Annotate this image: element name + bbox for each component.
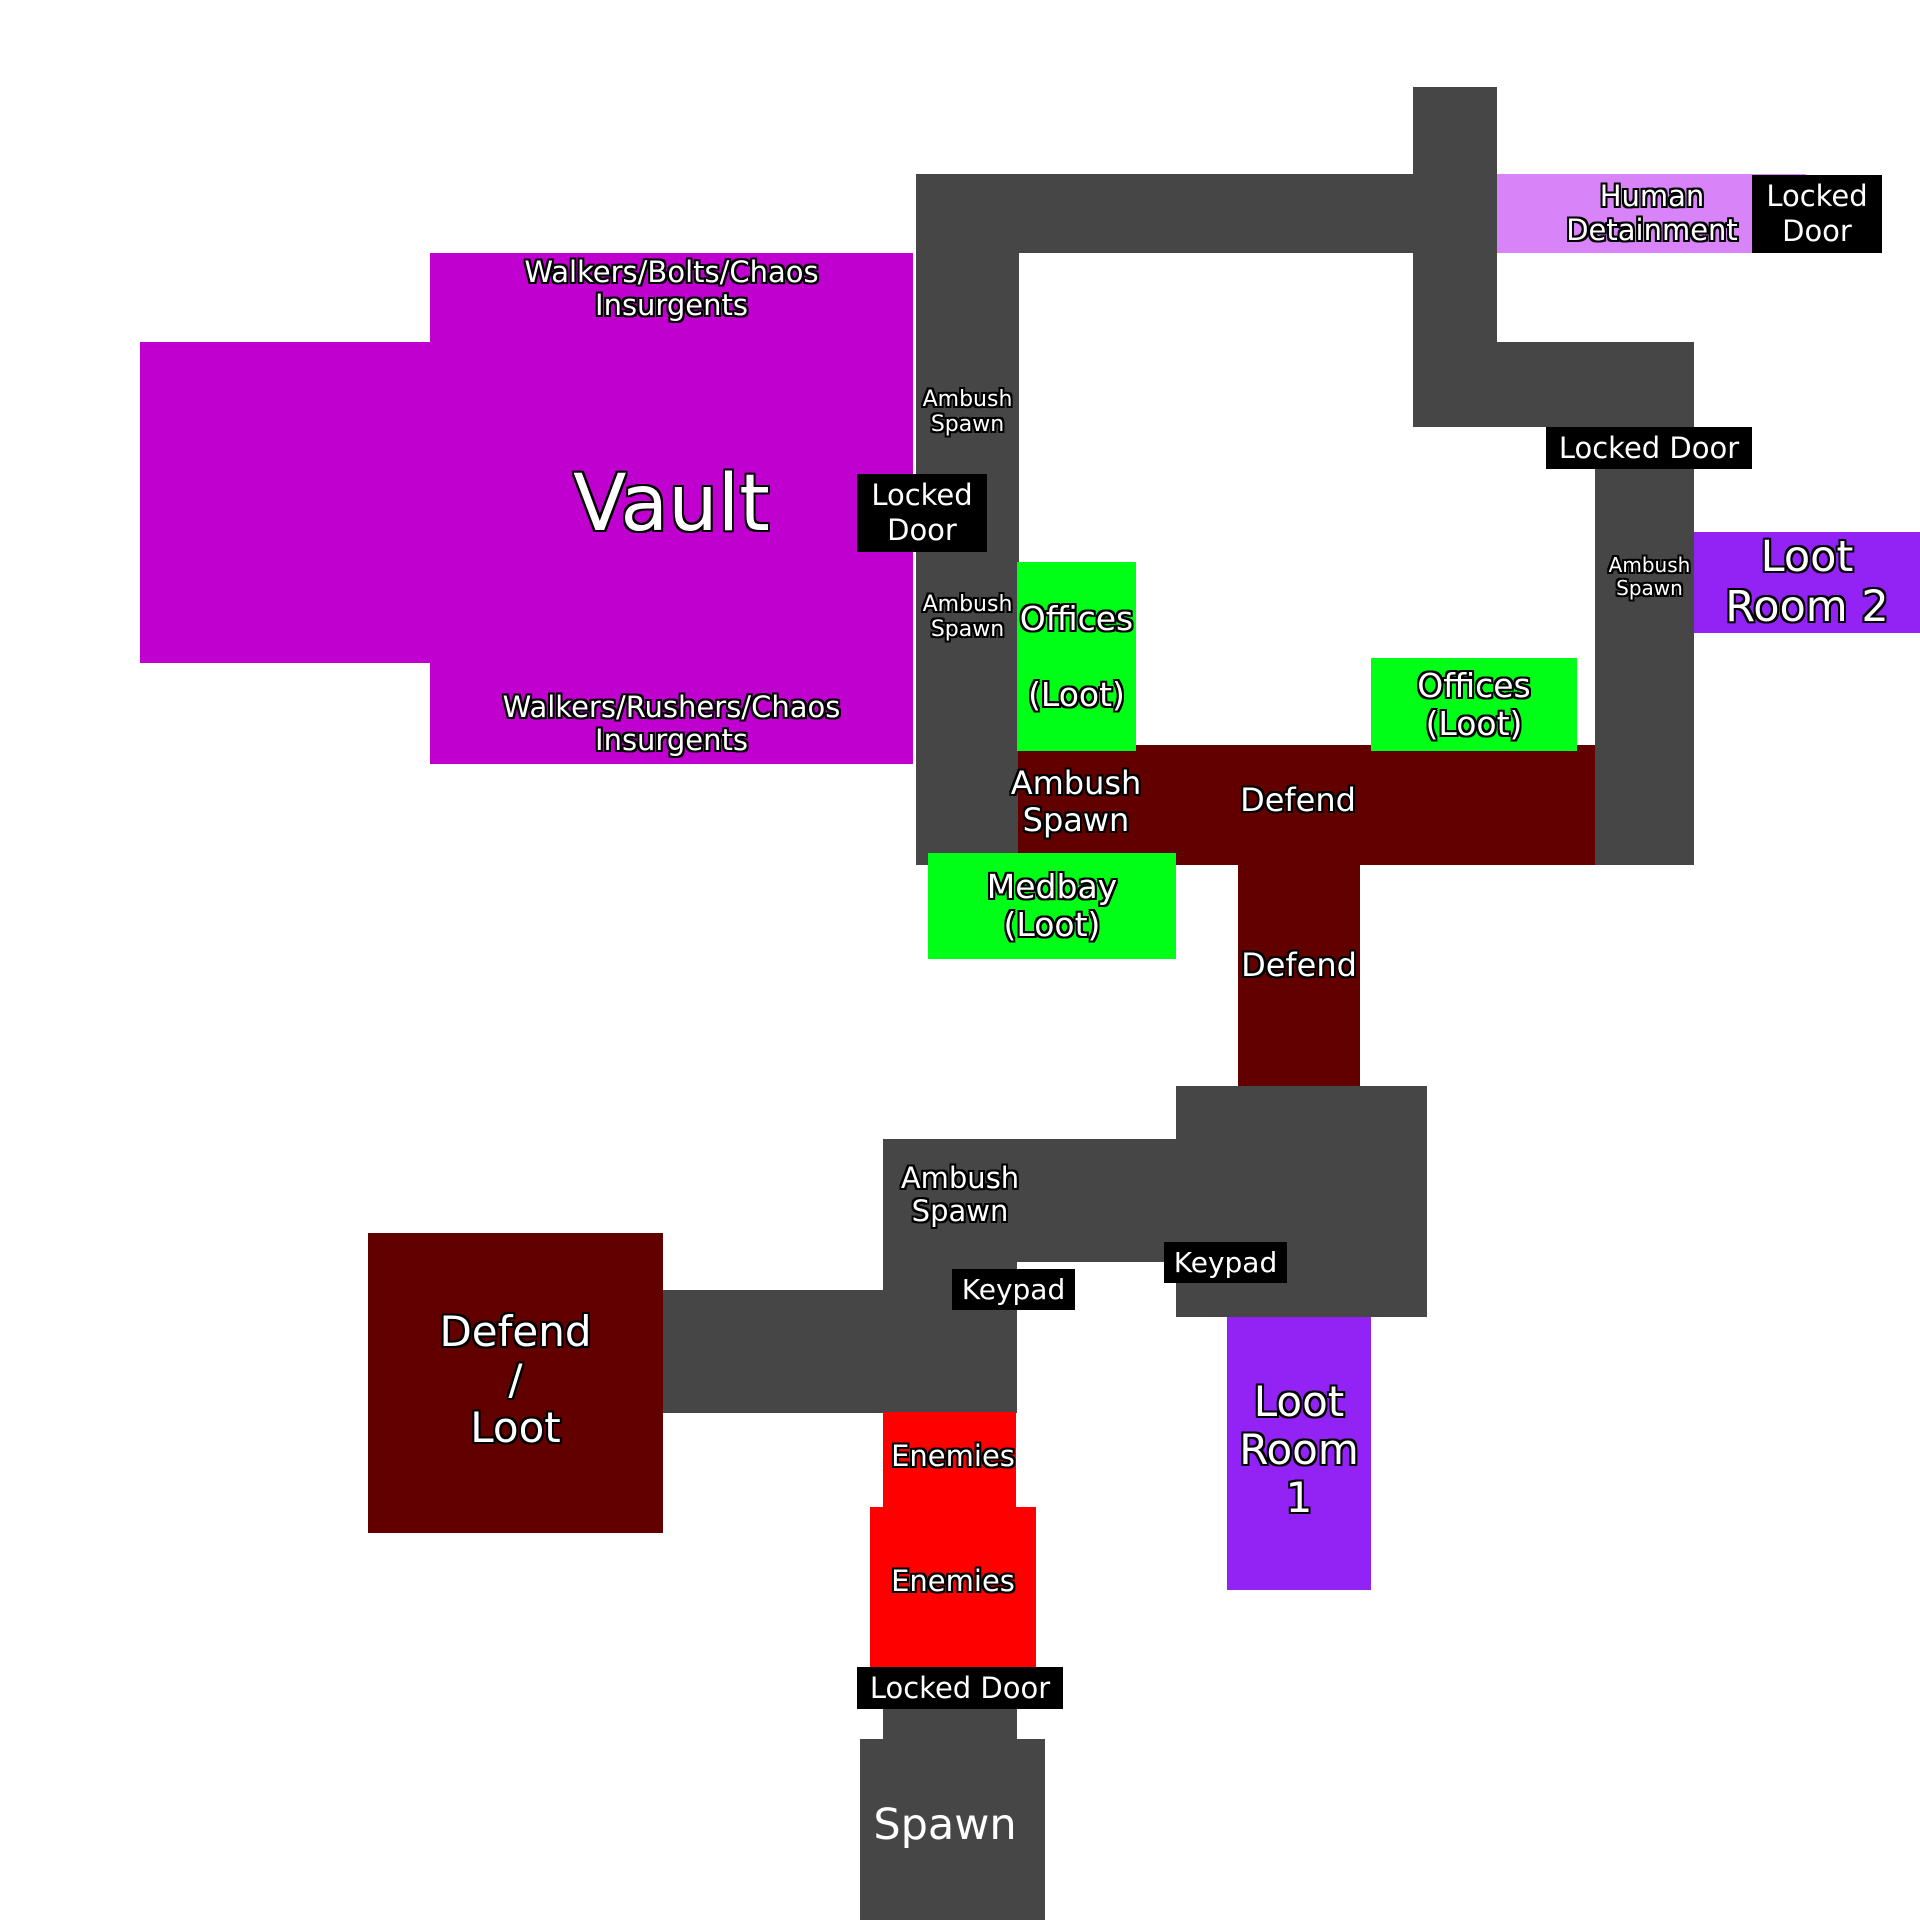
offices-right-room — [1371, 658, 1577, 751]
spawn-room — [860, 1739, 1045, 1920]
vault-title: Vault — [573, 459, 770, 550]
defend-vertical-hall — [1238, 864, 1360, 1086]
vault-room — [430, 253, 913, 764]
keypad-left[interactable]: Keypad — [952, 1269, 1075, 1310]
enemies-area-upper — [883, 1412, 1016, 1508]
ambush-spawn-left-lower: Ambush Spawn — [922, 591, 1013, 642]
lower-left-corridor — [662, 1290, 884, 1413]
ambush-spawn-lower-hub: Ambush Spawn — [900, 1160, 1020, 1228]
spawn-connector — [883, 1708, 1017, 1740]
offices-left-label: Offices (Loot) — [1019, 599, 1134, 714]
medbay-room — [928, 853, 1176, 959]
loot-room-1 — [1227, 1317, 1371, 1590]
offices-right-label: Offices (Loot) — [1417, 665, 1531, 743]
vault-locked-door[interactable]: Locked Door — [857, 474, 987, 552]
enemies-upper-label: Enemies — [891, 1439, 1015, 1474]
ambush-spawn-right: Ambush Spawn — [1608, 553, 1691, 600]
offices-left-room — [1017, 562, 1136, 751]
defend-vertical-label: Defend — [1241, 945, 1357, 984]
loot-room-1-label: Loot Room 1 — [1239, 1376, 1359, 1523]
medbay-label: Medbay (Loot) — [986, 867, 1118, 944]
enemies-lower-label: Enemies — [891, 1564, 1015, 1599]
vault-wing — [140, 342, 431, 663]
defend-horizontal-hall — [1018, 745, 1595, 865]
corridor-top-horizontal — [916, 174, 1497, 253]
spawn-label: Spawn — [873, 1800, 1017, 1851]
spawn-locked-door[interactable]: Locked Door — [857, 1667, 1063, 1709]
vault-top-note: Walkers/Bolts/Chaos Insurgents — [524, 254, 819, 322]
keypad-right[interactable]: Keypad — [1164, 1242, 1287, 1283]
ambush-spawn-center: Ambush Spawn — [1010, 764, 1142, 839]
defend-loot-room — [368, 1233, 663, 1533]
defend-horizontal-label: Defend — [1240, 780, 1356, 819]
corridor-right-vertical — [1595, 427, 1694, 865]
enemies-area-lower — [870, 1507, 1036, 1667]
loot-room-2 — [1694, 532, 1920, 633]
corridor-right-horizontal — [1413, 342, 1694, 427]
vault-bottom-note: Walkers/Rushers/Chaos Insurgents — [502, 689, 841, 757]
loot-room-2-label: Loot Room 2 — [1725, 532, 1889, 632]
right-locked-door[interactable]: Locked Door — [1546, 427, 1752, 469]
defend-loot-label: Defend / Loot — [439, 1306, 592, 1453]
lower-mid-corridor — [883, 1139, 1177, 1262]
detainment-locked-door[interactable]: Locked Door — [1752, 175, 1882, 253]
ambush-spawn-left-upper: Ambush Spawn — [922, 386, 1013, 437]
human-detainment-label: Human Detainment — [1566, 179, 1738, 247]
